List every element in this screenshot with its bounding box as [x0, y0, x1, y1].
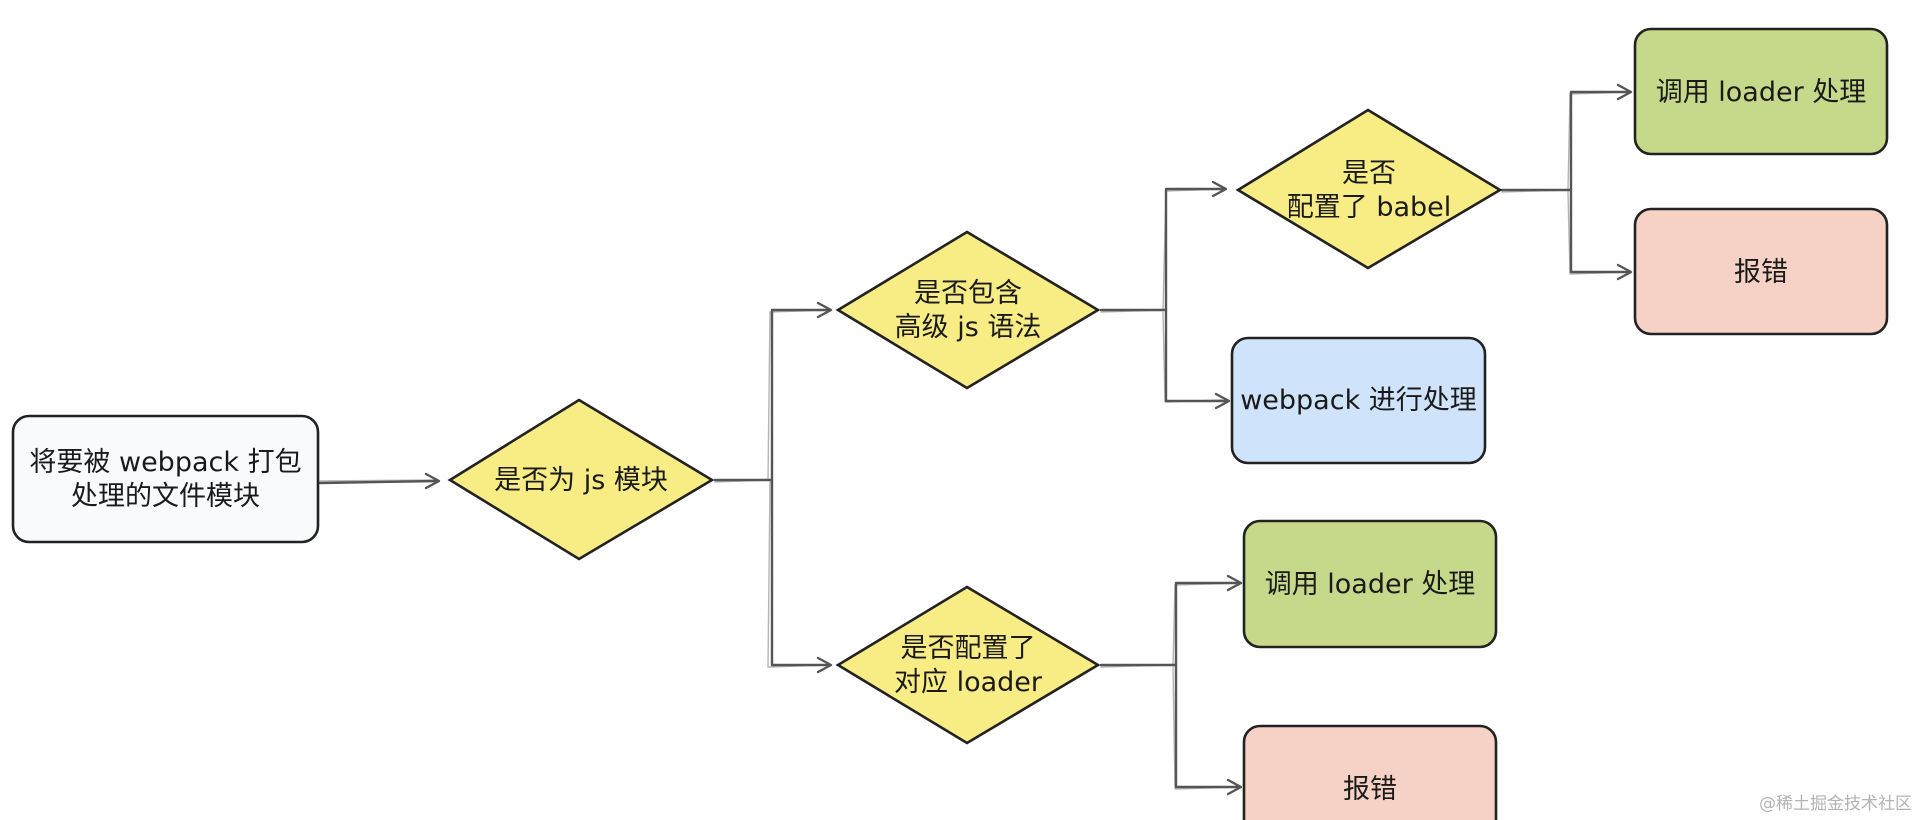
watermark: @稀土掘金技术社区	[1759, 794, 1912, 814]
node-label-line: 是否为 js 模块	[494, 465, 668, 496]
node-loader-error-shape	[1242, 724, 1498, 820]
node-start: 将要被 webpack 打包处理的文件模块	[11, 414, 320, 544]
node-has-loader-config-text: 是否配置了对应 loader	[894, 633, 1043, 698]
node-label-line: 调用 loader 处理	[1265, 569, 1476, 600]
node-babel-error-text: 报错	[1734, 257, 1788, 288]
node-webpack-process: webpack 进行处理	[1230, 336, 1487, 465]
node-label-line: 处理的文件模块	[71, 481, 260, 512]
node-babel-loader-process-text: 调用 loader 处理	[1656, 77, 1867, 108]
connector-advanced-syntax-no	[1162, 308, 1231, 410]
node-is-js-module-text: 是否为 js 模块	[494, 465, 668, 496]
node-label-line: 是否包含	[914, 278, 1022, 309]
node-loader-error-text: 报错	[1343, 774, 1397, 805]
connector-js-module-yes	[713, 301, 833, 483]
connector-js-module-no	[767, 478, 833, 674]
node-webpack-process-shape	[1230, 336, 1487, 465]
connector-loader-yes	[1099, 574, 1243, 668]
connector-start-to-js-module	[318, 472, 441, 490]
node-is-js-module: 是否为 js 模块	[447, 398, 715, 561]
node-webpack-process-text: webpack 进行处理	[1240, 385, 1477, 416]
node-label-line: 是否配置了	[901, 633, 1036, 664]
node-label-line: 对应 loader	[894, 667, 1043, 698]
node-has-advanced-syntax: 是否包含高级 js 语法	[835, 230, 1101, 390]
node-label-line: 报错	[1343, 774, 1397, 805]
node-label-line: 高级 js 语法	[895, 312, 1042, 343]
connectors	[318, 83, 1633, 796]
node-loader-process: 调用 loader 处理	[1242, 519, 1498, 649]
connector-babel-yes	[1500, 83, 1633, 193]
connector-babel-no	[1567, 188, 1633, 281]
connector-loader-no	[1172, 663, 1243, 796]
node-label-line: 报错	[1734, 257, 1788, 288]
node-start-text: 将要被 webpack 打包处理的文件模块	[29, 447, 301, 512]
node-label-line: 是否	[1342, 158, 1396, 189]
node-has-babel-config-shape	[1235, 108, 1503, 270]
node-start-shape	[11, 414, 320, 544]
connector-advanced-syntax-yes	[1099, 180, 1228, 313]
node-babel-loader-process-shape	[1633, 27, 1889, 156]
node-label-line: webpack 进行处理	[1240, 385, 1477, 416]
node-loader-process-text: 调用 loader 处理	[1265, 569, 1476, 600]
node-babel-error: 报错	[1633, 207, 1889, 336]
node-label-line: 调用 loader 处理	[1656, 77, 1867, 108]
node-has-babel-config: 是否配置了 babel	[1235, 108, 1503, 270]
node-has-advanced-syntax-text: 是否包含高级 js 语法	[895, 278, 1042, 343]
node-has-advanced-syntax-shape	[835, 230, 1101, 390]
node-babel-loader-process: 调用 loader 处理	[1633, 27, 1889, 156]
node-is-js-module-shape	[447, 398, 715, 561]
node-has-loader-config: 是否配置了对应 loader	[835, 585, 1101, 745]
node-label-line: 配置了 babel	[1287, 192, 1452, 223]
node-babel-error-shape	[1633, 207, 1889, 336]
node-label-line: 将要被 webpack 打包	[29, 447, 301, 478]
node-loader-error: 报错	[1242, 724, 1498, 820]
node-has-babel-config-text: 是否配置了 babel	[1287, 158, 1452, 223]
node-has-loader-config-shape	[835, 585, 1101, 745]
node-loader-process-shape	[1242, 519, 1498, 649]
